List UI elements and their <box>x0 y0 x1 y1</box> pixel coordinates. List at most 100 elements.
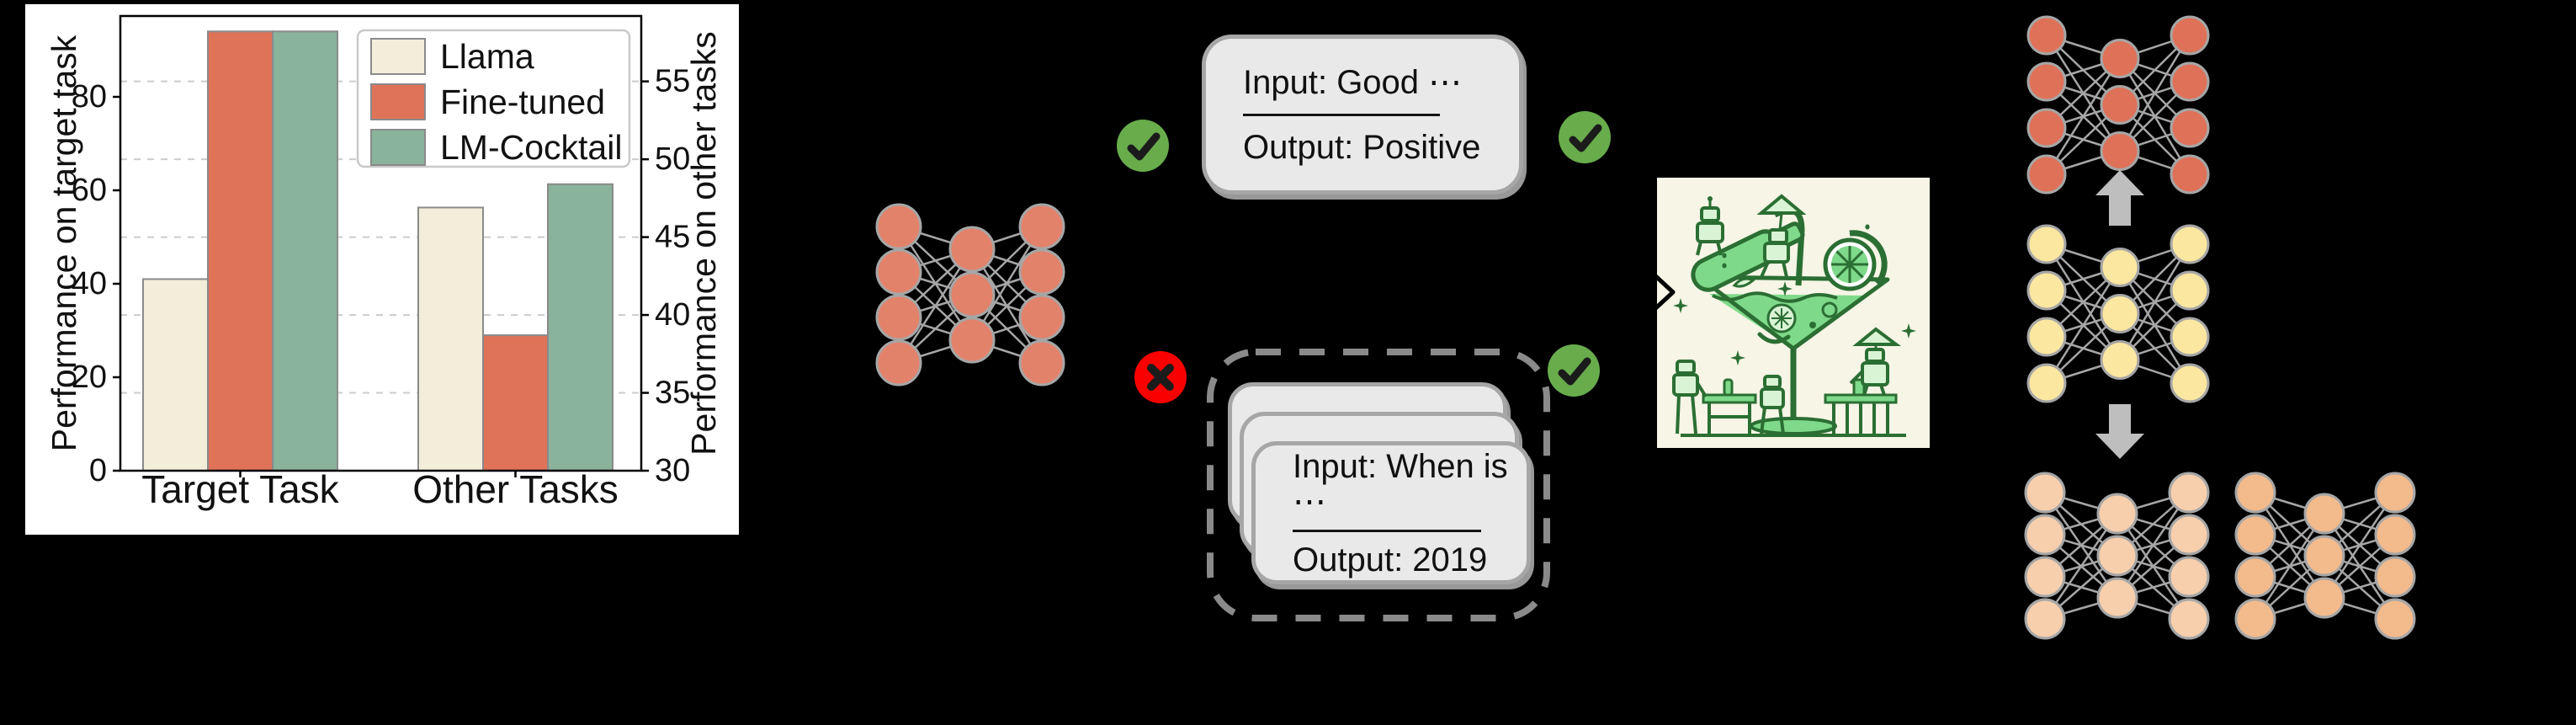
legend-label: LM-Cocktail <box>440 128 622 167</box>
network-node <box>2374 514 2416 556</box>
card-output-text: Output: Positive <box>1243 128 1481 166</box>
network-node <box>2170 270 2210 311</box>
network-node <box>2234 514 2276 556</box>
bar-lm-cocktail-other-tasks <box>547 183 613 472</box>
network-node <box>2026 61 2067 102</box>
network-node <box>2234 598 2276 640</box>
legend-swatch-lm-cocktail <box>370 129 426 166</box>
network-node <box>1018 339 1065 386</box>
arrow-down-result <box>2095 404 2144 459</box>
network-node <box>2096 577 2138 619</box>
cocktail-robots-illustration <box>1657 178 1930 448</box>
network-node <box>948 317 996 364</box>
network-node <box>2170 61 2210 102</box>
left-axis-tick: 60 <box>72 173 107 208</box>
network-node <box>2168 598 2210 640</box>
network-node <box>2026 270 2067 311</box>
network-node <box>1018 294 1065 341</box>
network-resume-model <box>2026 224 2210 403</box>
network-node <box>2100 340 2140 380</box>
right-axis-tick: 50 <box>655 141 690 177</box>
network-node <box>2170 154 2210 195</box>
legend-label: Fine-tuned <box>440 83 605 121</box>
network-node <box>2168 472 2210 514</box>
network-node <box>2170 108 2210 148</box>
left-axis-tick: 20 <box>72 360 107 395</box>
network-node <box>2100 294 2140 333</box>
network-node <box>948 226 996 273</box>
left-axis-tick: 80 <box>72 79 107 115</box>
network-node <box>2100 131 2140 171</box>
network-node <box>2026 224 2067 264</box>
network-node <box>2026 317 2067 357</box>
network-base-model <box>875 203 1065 386</box>
network-node <box>2100 39 2140 78</box>
network-node <box>2170 224 2210 264</box>
right-axis-tick: 45 <box>655 220 690 255</box>
network-node <box>2303 577 2345 619</box>
network-node <box>2234 472 2276 514</box>
right-axis-tick: 35 <box>655 376 690 411</box>
bar-llama-target-task <box>142 278 209 472</box>
card-input-text: Input: Good ⋯ <box>1243 63 1463 101</box>
category-label: Target Task <box>141 467 339 511</box>
right-axis-tick: 30 <box>655 453 690 488</box>
network-node <box>2026 15 2067 56</box>
bar-fine-tuned-target-task <box>207 30 274 472</box>
left-axis-tick: 40 <box>72 266 107 301</box>
network-node <box>2024 472 2066 514</box>
network-fine-tuned-model <box>2026 15 2210 195</box>
sparkle-icon <box>1901 323 1916 339</box>
bar-llama-other-tasks <box>417 206 484 472</box>
network-node <box>2374 556 2416 598</box>
network-node <box>2096 493 2138 535</box>
network-node <box>1018 203 1065 250</box>
right-axis-tick: 40 <box>655 297 690 333</box>
sparkle-icon <box>1673 298 1688 313</box>
bar-lm-cocktail-target-task <box>272 30 338 472</box>
network-node <box>2100 248 2140 287</box>
legend-swatch-fine-tuned <box>370 83 426 120</box>
left-axis-label: Performance on target task <box>45 35 83 451</box>
arrowhead-into-image <box>1649 270 1676 314</box>
card-output-text: Output: 2019 <box>1293 541 1488 578</box>
sparkle-icon <box>1730 350 1745 365</box>
robot-icon <box>1768 228 1788 244</box>
network-node <box>2024 556 2066 598</box>
network-node <box>875 339 922 386</box>
network-node <box>2024 598 2066 640</box>
bar-fine-tuned-other-tasks <box>482 334 549 472</box>
category-label: Other Tasks <box>412 467 619 511</box>
robot-icon <box>1861 361 1889 386</box>
plot-frame <box>119 14 643 472</box>
network-node <box>2374 598 2416 640</box>
network-node <box>2026 154 2067 195</box>
network-node <box>875 248 922 296</box>
check-icon <box>1548 344 1600 397</box>
example-card-sentiment: Input: Good ⋯ Output: Positive <box>1202 35 1523 195</box>
arrow-up-merge <box>2095 170 2144 226</box>
network-node <box>875 203 922 250</box>
legend-swatch-llama <box>370 38 426 75</box>
network-node <box>948 271 996 318</box>
network-node <box>2234 556 2276 598</box>
dashed-group-box <box>1207 349 1550 621</box>
card-input-text: Input: When is ⋯ <box>1293 447 1508 520</box>
check-icon <box>1117 120 1169 172</box>
network-node <box>2170 363 2210 403</box>
network-node <box>2168 556 2210 598</box>
card-separator <box>1243 113 1440 116</box>
legend-label: Llama <box>440 37 534 76</box>
network-merged-model-a <box>2024 472 2210 640</box>
network-node <box>1018 248 1065 296</box>
network-node <box>2303 493 2345 535</box>
card-separator <box>1293 529 1481 532</box>
robot-icon <box>1672 373 1699 397</box>
check-icon <box>1559 111 1611 163</box>
network-node <box>2026 108 2067 148</box>
right-axis-label: Performance on other tasks <box>684 31 723 456</box>
network-node <box>2168 514 2210 556</box>
